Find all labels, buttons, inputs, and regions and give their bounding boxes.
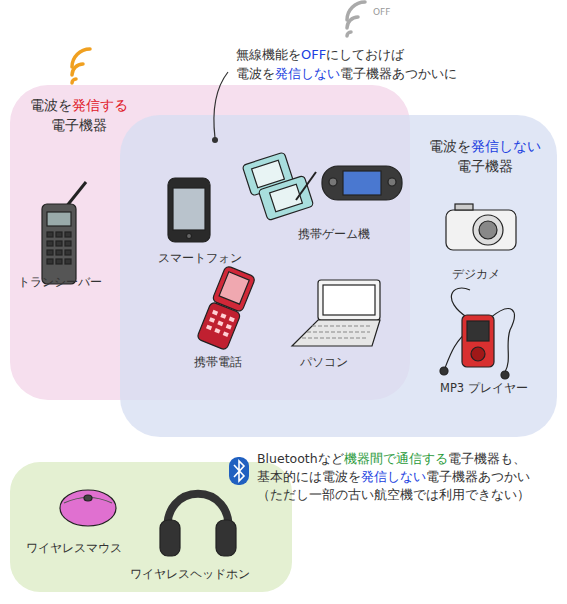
laptop xyxy=(292,280,380,346)
device-label: ワイヤレスヘッドホン xyxy=(130,566,250,583)
region-heading: 電波を発信する 電子機器 xyxy=(14,95,144,136)
device-label: パソコン xyxy=(300,354,348,371)
transceiver xyxy=(42,182,86,284)
non-emitting-region: 電波を発信しない 電子機器デジカメ MP3 プレイヤー xyxy=(120,115,557,437)
device-label: トランシーバー xyxy=(18,274,102,291)
device-label: 携帯電話 xyxy=(194,354,242,371)
device-label: MP3 プレイヤー xyxy=(440,380,528,397)
smartphone xyxy=(168,178,210,242)
callout-note: 無線機能をOFFにしておけば 電波を発信しない電子機器あつかいに xyxy=(236,46,486,84)
off-mark: OFF xyxy=(373,6,390,19)
wifi-icon xyxy=(72,49,90,83)
portable-game-psp xyxy=(322,166,402,200)
bluetooth-note: Bluetoothなど機器間で通信する電子機器も、 基本的には電波を発信しない電… xyxy=(257,450,559,504)
mp3-player xyxy=(440,288,514,379)
leader-line xyxy=(214,72,228,138)
bluetooth-icon xyxy=(229,457,249,485)
digital-camera xyxy=(446,204,516,250)
leader-dot xyxy=(212,137,218,143)
flip-phone xyxy=(196,265,255,350)
wireless-mouse xyxy=(60,490,116,526)
bluetooth-region: ワイヤレスマウスワイヤレスヘッドホン xyxy=(10,462,292,592)
wifi-off-icon xyxy=(347,2,365,36)
device-label: ワイヤレスマウス xyxy=(26,540,122,557)
region-heading: 電波を発信しない 電子機器 xyxy=(420,136,550,177)
device-label: 携帯ゲーム機 xyxy=(298,226,370,243)
device-label: スマートフォン xyxy=(158,250,242,267)
wireless-headphones xyxy=(160,494,236,556)
device-label: デジカメ xyxy=(452,266,500,283)
portable-game-ds xyxy=(242,152,316,221)
